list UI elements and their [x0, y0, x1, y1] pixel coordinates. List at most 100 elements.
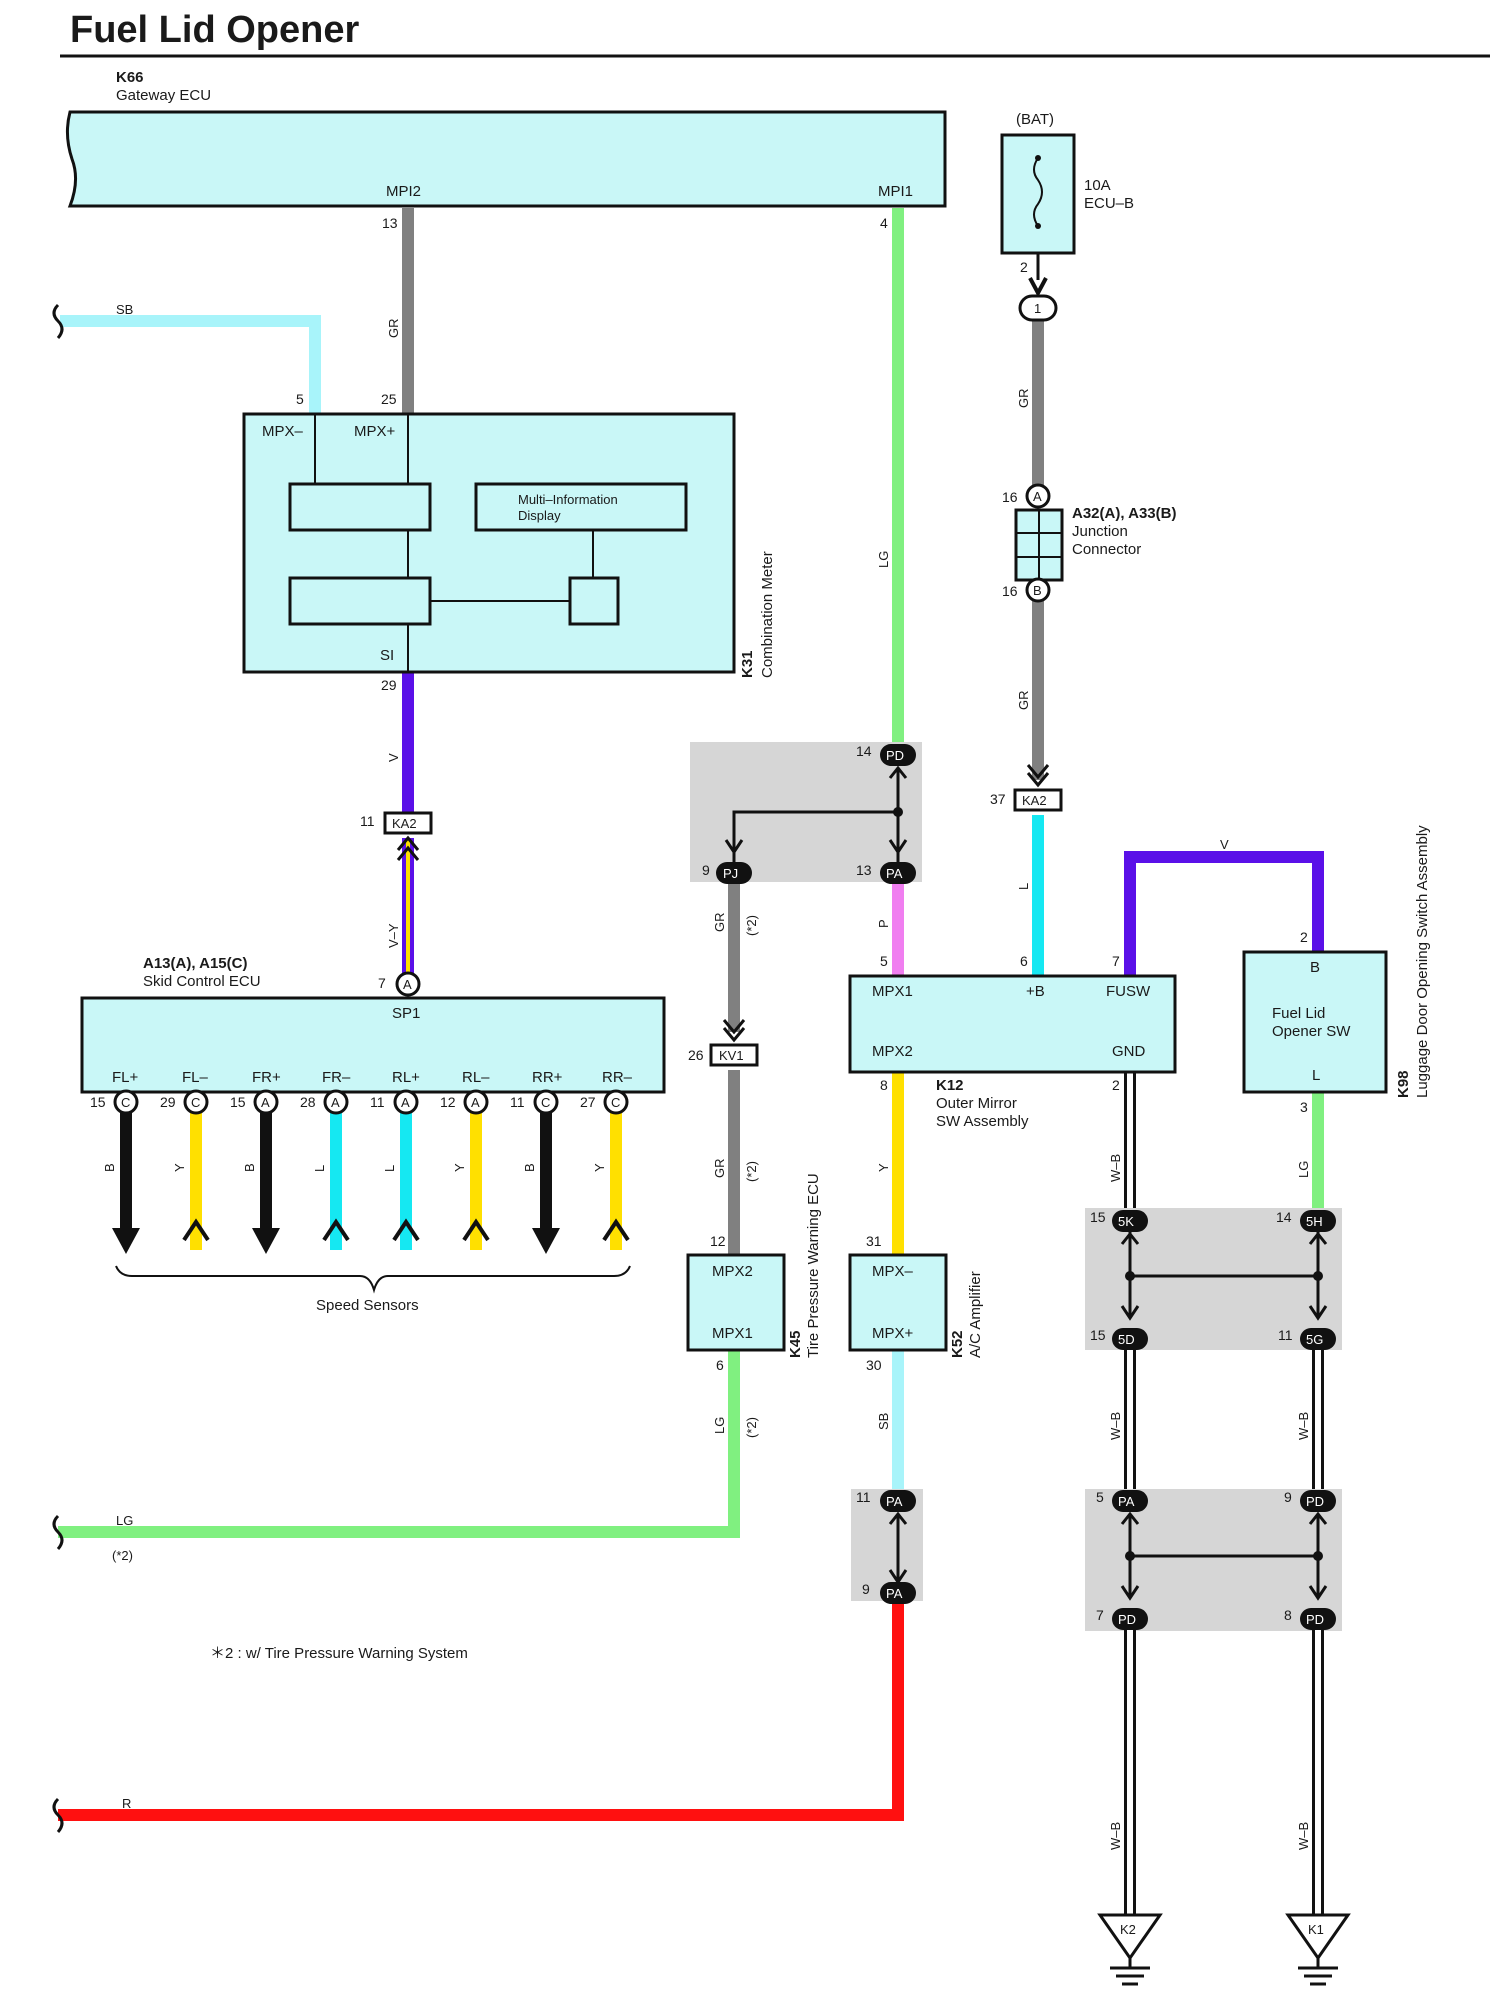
tire-pressure-warning-ecu — [686, 1253, 786, 1352]
c5d-connector — [1112, 1328, 1148, 1350]
meter-cpu-block — [288, 576, 432, 626]
arrow-up-icon — [182, 1218, 210, 1242]
junction-pin-label: 1 — [1034, 301, 1041, 316]
sensor-pin-num: 11 — [510, 1094, 525, 1110]
sensor-pin-conn: C — [121, 1095, 130, 1110]
c5k-num: 15 — [1090, 1209, 1106, 1225]
pj9-num: 9 — [702, 862, 710, 878]
skid-pin7-conn: A — [403, 977, 412, 992]
wire-break-lg — [52, 1514, 64, 1550]
meter-mpx-plus: MPX+ — [354, 423, 396, 440]
pa13-num: 13 — [856, 862, 872, 878]
junction-pin-a-num: 16 — [1002, 489, 1018, 505]
fuse-terminal-bottom-icon — [1035, 223, 1041, 229]
speed-sensors-label: Speed Sensors — [316, 1297, 419, 1314]
gateway-pin-mpi2: MPI2 — [386, 183, 421, 200]
arrow-up-icon — [396, 835, 420, 861]
wire-v-top — [1124, 851, 1324, 984]
wire-label-y-mpx2: Y — [876, 1163, 891, 1172]
wire-label-gr-j2: GR — [1016, 691, 1031, 711]
c5d-arrow-icon — [1120, 1305, 1140, 1321]
wire-label-lg-k98: LG — [1296, 1161, 1311, 1178]
sensor-pin-connector-icon — [253, 1089, 279, 1115]
k98-pin3: 3 — [1300, 1099, 1308, 1115]
wire-label-l-ka2: L — [1016, 883, 1031, 890]
k52-mpx-minus: MPX– — [872, 1263, 914, 1280]
k45-pin6: 6 — [716, 1357, 724, 1373]
ground-k1-icon — [1285, 1913, 1351, 1986]
pa5-code: PA — [1118, 1494, 1135, 1509]
pa5-num: 5 — [1096, 1489, 1104, 1505]
junction-pin-b-num: 16 — [1002, 583, 1018, 599]
bat-label: (BAT) — [1016, 111, 1054, 128]
pa11-arrow-icon — [888, 1511, 908, 1525]
wire-label-wb-gnd: W–B — [1108, 1154, 1123, 1182]
sensor-pin-conn: A — [261, 1095, 270, 1110]
gateway-pin-mpi1: MPI1 — [878, 183, 913, 200]
junction-name1: Junction — [1072, 523, 1128, 540]
mirror-pin7: 7 — [1112, 953, 1120, 969]
wire-lg-left — [58, 1350, 740, 1538]
mirror-pin2: 2 — [1112, 1077, 1120, 1093]
mirror-pin5: 5 — [880, 953, 888, 969]
skid-control-ecu — [80, 996, 666, 1094]
ac-amplifier — [848, 1253, 948, 1352]
wire-label-lg-k45: LG — [712, 1417, 727, 1434]
sensor-pin-conn: A — [471, 1095, 480, 1110]
sensor-pin-label: RR+ — [532, 1069, 563, 1086]
c5g-arrow-icon — [1308, 1305, 1328, 1321]
pd7-arrow-icon — [1120, 1585, 1140, 1601]
k52-pin30: 30 — [866, 1357, 882, 1373]
gateway-ecu — [65, 110, 947, 208]
wire-label-lg-left: LG — [116, 1513, 133, 1528]
mirror-fusw: FUSW — [1106, 983, 1151, 1000]
k52-name: A/C Amplifier — [967, 1271, 984, 1358]
wire-label-lg-mpi1: LG — [876, 551, 891, 568]
mid-line2: Display — [518, 508, 561, 523]
pa13-code: PA — [886, 866, 903, 881]
mirror-code: K12 — [936, 1077, 964, 1094]
pa9-num: 9 — [862, 1581, 870, 1597]
c5k-connector — [1112, 1210, 1148, 1232]
wb-wires — [1124, 1072, 1324, 1915]
wire-label-sb-left: SB — [116, 302, 133, 317]
c5h-connector — [1300, 1210, 1336, 1232]
multi-info-display — [474, 482, 688, 532]
arrow-down-icon — [112, 1228, 140, 1254]
pd14-arrow-icon — [888, 765, 908, 779]
pd8-connector — [1300, 1608, 1336, 1630]
sensor-pin-label: RL– — [462, 1069, 490, 1086]
combination-meter — [242, 412, 736, 674]
kv1-arrow-icon — [722, 1019, 746, 1043]
meter-code: K31 — [739, 650, 756, 678]
wire-label-p-pa: P — [876, 919, 891, 928]
k98-name: Luggage Door Opening Switch Assembly — [1414, 825, 1431, 1098]
wire-label-gr-kv1: GR — [712, 1159, 727, 1179]
wire-label-star2a: (*2) — [744, 915, 759, 936]
ground-k1-label: K1 — [1308, 1922, 1324, 1937]
sensor-pin-connector-icon — [323, 1089, 349, 1115]
k52-code: K52 — [949, 1330, 966, 1358]
sensor-pin-connector-icon — [533, 1089, 559, 1115]
k45-pin12: 12 — [710, 1233, 726, 1249]
k98-line2: Opener SW — [1272, 1023, 1351, 1040]
pd7-num: 7 — [1096, 1607, 1104, 1623]
junction-pin-b: B — [1033, 583, 1042, 598]
pd8-code: PD — [1306, 1612, 1324, 1627]
mirror-gnd: GND — [1112, 1043, 1146, 1060]
sensor-pin-label: FL+ — [112, 1069, 139, 1086]
speed-sensor-brace — [115, 1265, 631, 1294]
sensor-pin-num: 12 — [440, 1094, 456, 1110]
junction-pin-a: A — [1033, 489, 1042, 504]
wire-label-gr-mpi2: GR — [386, 319, 401, 339]
pj9-connector — [716, 862, 752, 884]
meter-pin29: 29 — [381, 677, 397, 693]
sensor-pin-connector-icon — [183, 1089, 209, 1115]
c5h-code: 5H — [1306, 1214, 1323, 1229]
wire-label-wb-bot2: W–B — [1296, 1822, 1311, 1850]
mirror-pin8: 8 — [880, 1077, 888, 1093]
skid-code: A13(A), A15(C) — [143, 955, 247, 972]
sensor-wire-color: Y — [592, 1163, 607, 1172]
arrow-up-icon — [392, 1218, 420, 1242]
sensor-pin-label: RL+ — [392, 1069, 420, 1086]
